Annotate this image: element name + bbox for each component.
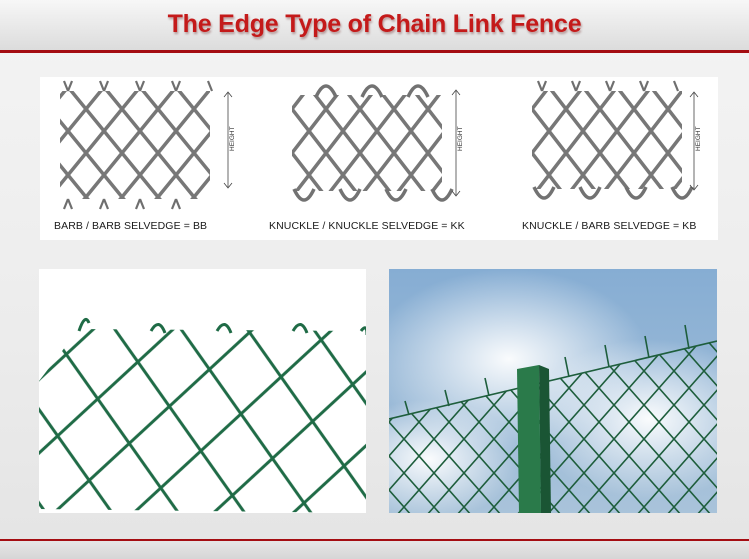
- page-title: The Edge Type of Chain Link Fence: [167, 10, 582, 38]
- header-divider: [0, 50, 749, 53]
- page-footer: [0, 541, 749, 559]
- kk-height-label: HEIGHT: [457, 126, 464, 151]
- bb-height-label: HEIGHT: [229, 126, 236, 151]
- selvedge-diagram-panel: HEIGHT HEIGHT HEIGHT: [40, 77, 718, 240]
- kk-schematic: HEIGHT: [292, 84, 464, 202]
- kb-schematic: HEIGHT: [532, 80, 702, 200]
- bb-schematic: HEIGHT: [60, 80, 236, 210]
- bb-caption: BARB / BARB SELVEDGE = BB: [54, 220, 208, 232]
- kk-caption: KNUCKLE / KNUCKLE SELVEDGE = KK: [269, 220, 465, 232]
- footer-divider: [0, 539, 749, 541]
- page-header: [0, 0, 749, 50]
- green-knuckle-fence-photo: [39, 269, 366, 513]
- green-fence-post-photo: [389, 269, 717, 513]
- kb-height-label: HEIGHT: [695, 126, 702, 151]
- kb-caption: KNUCKLE / BARB SELVEDGE = KB: [522, 220, 697, 232]
